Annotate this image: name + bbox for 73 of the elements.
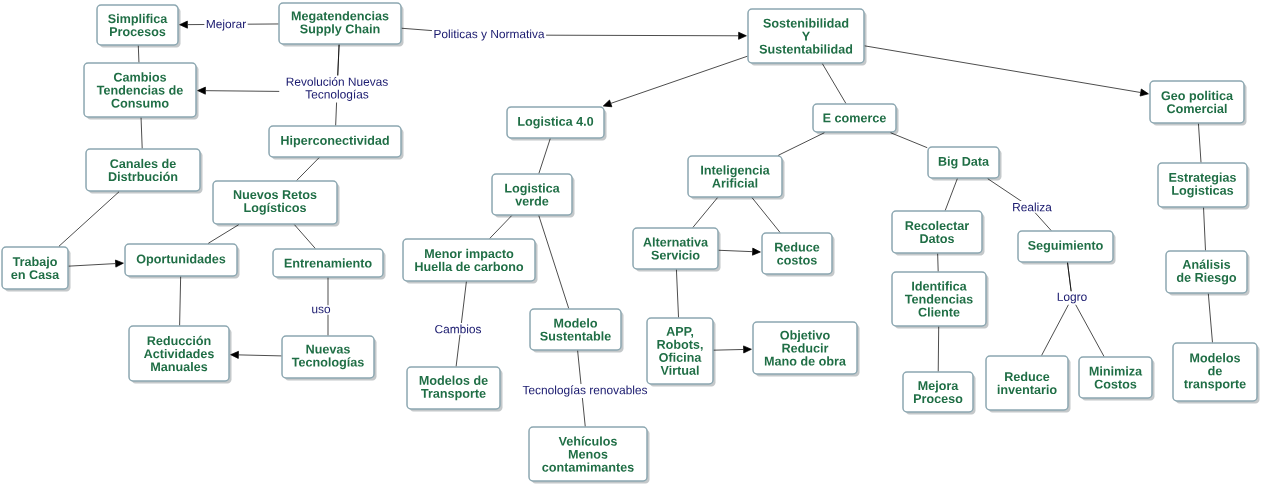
connector-line (455, 281, 467, 367)
arrow (230, 351, 282, 359)
concept-box: Menor impacto Huella de carbono (402, 238, 538, 284)
connector-line (140, 117, 143, 149)
edge-label: Mejorar (204, 17, 248, 33)
connector-line (538, 215, 569, 309)
connector-line (890, 132, 928, 149)
concept-box: Trabajo en Casa (1, 246, 71, 292)
edge-label: Cambios (433, 323, 483, 335)
concept-box: Identifica Tendencias Cliente (891, 271, 989, 329)
concept-box: Entrenamiento (272, 248, 386, 280)
concept-box: Nuevos Retos Logísticos (212, 180, 340, 227)
concept-box: E comerce (812, 103, 899, 135)
concept-box: Modelo Sustentable (529, 308, 624, 353)
concept-box: Recolectar Datos (891, 210, 985, 256)
connector-line (692, 197, 718, 228)
connector-line (538, 138, 551, 174)
concept-box: Reduce costos (761, 232, 835, 277)
concept-box: Canales de Distrbución (85, 148, 203, 194)
connector-line (1198, 123, 1202, 163)
concept-box: Modelos de transporte (1172, 342, 1260, 404)
connector-line (489, 215, 512, 239)
connector-line (676, 269, 679, 318)
concept-box: Análisis de Riesgo (1165, 250, 1250, 296)
connector-line (327, 277, 329, 336)
connector-line (137, 45, 140, 63)
edge-label: Logro (1055, 291, 1089, 305)
edge-label: uso (309, 305, 333, 315)
arrow (713, 345, 752, 354)
connector-line (751, 197, 781, 233)
concept-box: APP, Robots, Oficina Virtual (646, 317, 716, 387)
concept-box: Seguimiento (1017, 230, 1116, 265)
concept-box: Objetivo Reducir Mano de obra (752, 321, 860, 377)
concept-box: Mejora Proceso (902, 371, 976, 415)
concept-box: Minimiza Costos (1078, 356, 1155, 401)
connector-line (944, 178, 958, 211)
connector-line (179, 276, 181, 326)
concept-box: Nuevas Tecnologías (281, 335, 377, 381)
concept-box: Geo politica Comercial (1149, 80, 1247, 126)
concept-box: Simplifica Procesos (96, 4, 181, 48)
concept-box: Reducción Actividades Manuales (128, 325, 232, 384)
edge-label: Realiza (1010, 201, 1054, 213)
connector-line (1203, 207, 1206, 251)
concept-box: Megatendencias Supply Chain (278, 2, 404, 47)
concept-box: Big Data (927, 146, 1002, 181)
concept-box: Estrategias Logisticas (1157, 162, 1250, 210)
connector-line (778, 132, 825, 156)
concept-box: Sostenibilidad Y Sustentabilidad (747, 8, 867, 66)
connector-line (822, 63, 847, 104)
concept-box: Cambios Tendencias de Consumo (83, 62, 199, 120)
concept-box: Inteligencia Arificial (687, 155, 785, 200)
concept-box: Logistica verde (491, 173, 575, 218)
connector-line (937, 326, 940, 372)
connector-line (294, 224, 316, 249)
connector-line (1067, 262, 1105, 357)
concept-box: Oportunidades (124, 243, 240, 279)
concept-box: Vehículos Menos contamimantes (528, 426, 650, 484)
edge-label: Politicas y Normativa (431, 27, 547, 43)
concept-box: Alternativa Servicio (632, 227, 721, 272)
edge-label: Revolución Nuevas Tecnologías (279, 75, 395, 103)
concept-box: Reduce inventario (985, 355, 1071, 413)
arrow (603, 55, 748, 108)
arrow (68, 259, 124, 268)
connector-line (296, 157, 320, 181)
concept-box: Modelos de Transporte (406, 366, 503, 412)
connector-line (937, 253, 939, 272)
concept-box: Logistica 4.0 (506, 106, 607, 141)
arrow (718, 247, 761, 256)
connector-line (58, 191, 120, 247)
arrow (864, 45, 1149, 97)
connector-line (1208, 293, 1213, 343)
concept-box: Hiperconectividad (268, 125, 404, 160)
edge-label: Tecnologías renovables (521, 383, 649, 399)
